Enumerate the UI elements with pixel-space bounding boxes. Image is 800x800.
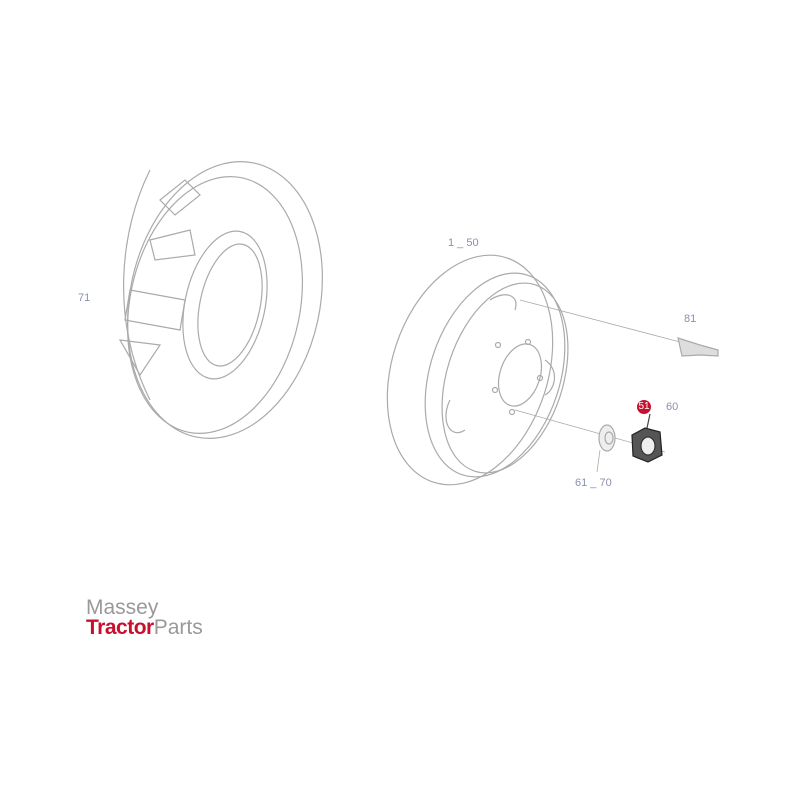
callout-washer[interactable]: 61 _ 70	[575, 477, 612, 489]
washer-drawing	[596, 424, 616, 473]
logo-parts: Parts	[153, 616, 203, 639]
brand-logo: Massey TractorParts	[86, 596, 203, 640]
tire-drawing	[118, 161, 323, 439]
logo-line1: Massey	[86, 596, 159, 619]
logo-tractor: Tractor	[86, 616, 154, 639]
callout-tire[interactable]: 71	[78, 292, 91, 304]
callout-rim[interactable]: 1 _ 50	[448, 237, 479, 249]
valve-drawing	[677, 337, 719, 357]
wheel-nut-drawing	[631, 413, 663, 463]
callout-valve[interactable]: 81	[684, 313, 697, 325]
callout-nut[interactable]: 60	[666, 401, 679, 413]
rim-drawing	[386, 254, 681, 486]
callout-nut-selected[interactable]: 51	[637, 400, 651, 414]
